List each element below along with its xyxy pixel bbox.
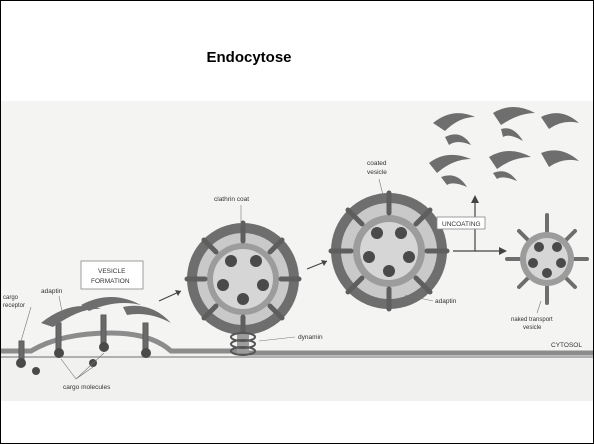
label-coated-vesicle-2: vesicle [367, 169, 387, 176]
label-vesicle-formation-2: FORMATION [91, 278, 130, 285]
label-cytosol: CYTOSOL [551, 342, 582, 349]
label-uncoating: UNCOATING [442, 221, 481, 228]
label-vesicle-formation-1: VESICLE [98, 268, 126, 275]
label-dynamin: dynamin [298, 334, 323, 341]
label-naked-vesicle-2: vesicle [523, 325, 542, 331]
cytosol-region [1, 351, 593, 401]
label-clathrin-coat: clathrin coat [214, 196, 249, 203]
label-naked-vesicle-1: naked transport [511, 317, 553, 323]
label-cargo-receptor-1: cargo [3, 295, 19, 301]
label-cargo-molecules: cargo molecules [63, 384, 111, 391]
label-cargo-receptor-2: receptor [3, 303, 25, 309]
slide-title: Endocytose [1, 49, 497, 66]
label-adaptin-left: adaptin [41, 288, 63, 295]
endocytosis-figure: cargo receptor adaptin cargo molecules V… [1, 101, 593, 401]
label-adaptin-right: adaptin [435, 298, 457, 305]
budding-neck [237, 333, 249, 353]
label-coated-vesicle-1: coated [367, 160, 387, 167]
